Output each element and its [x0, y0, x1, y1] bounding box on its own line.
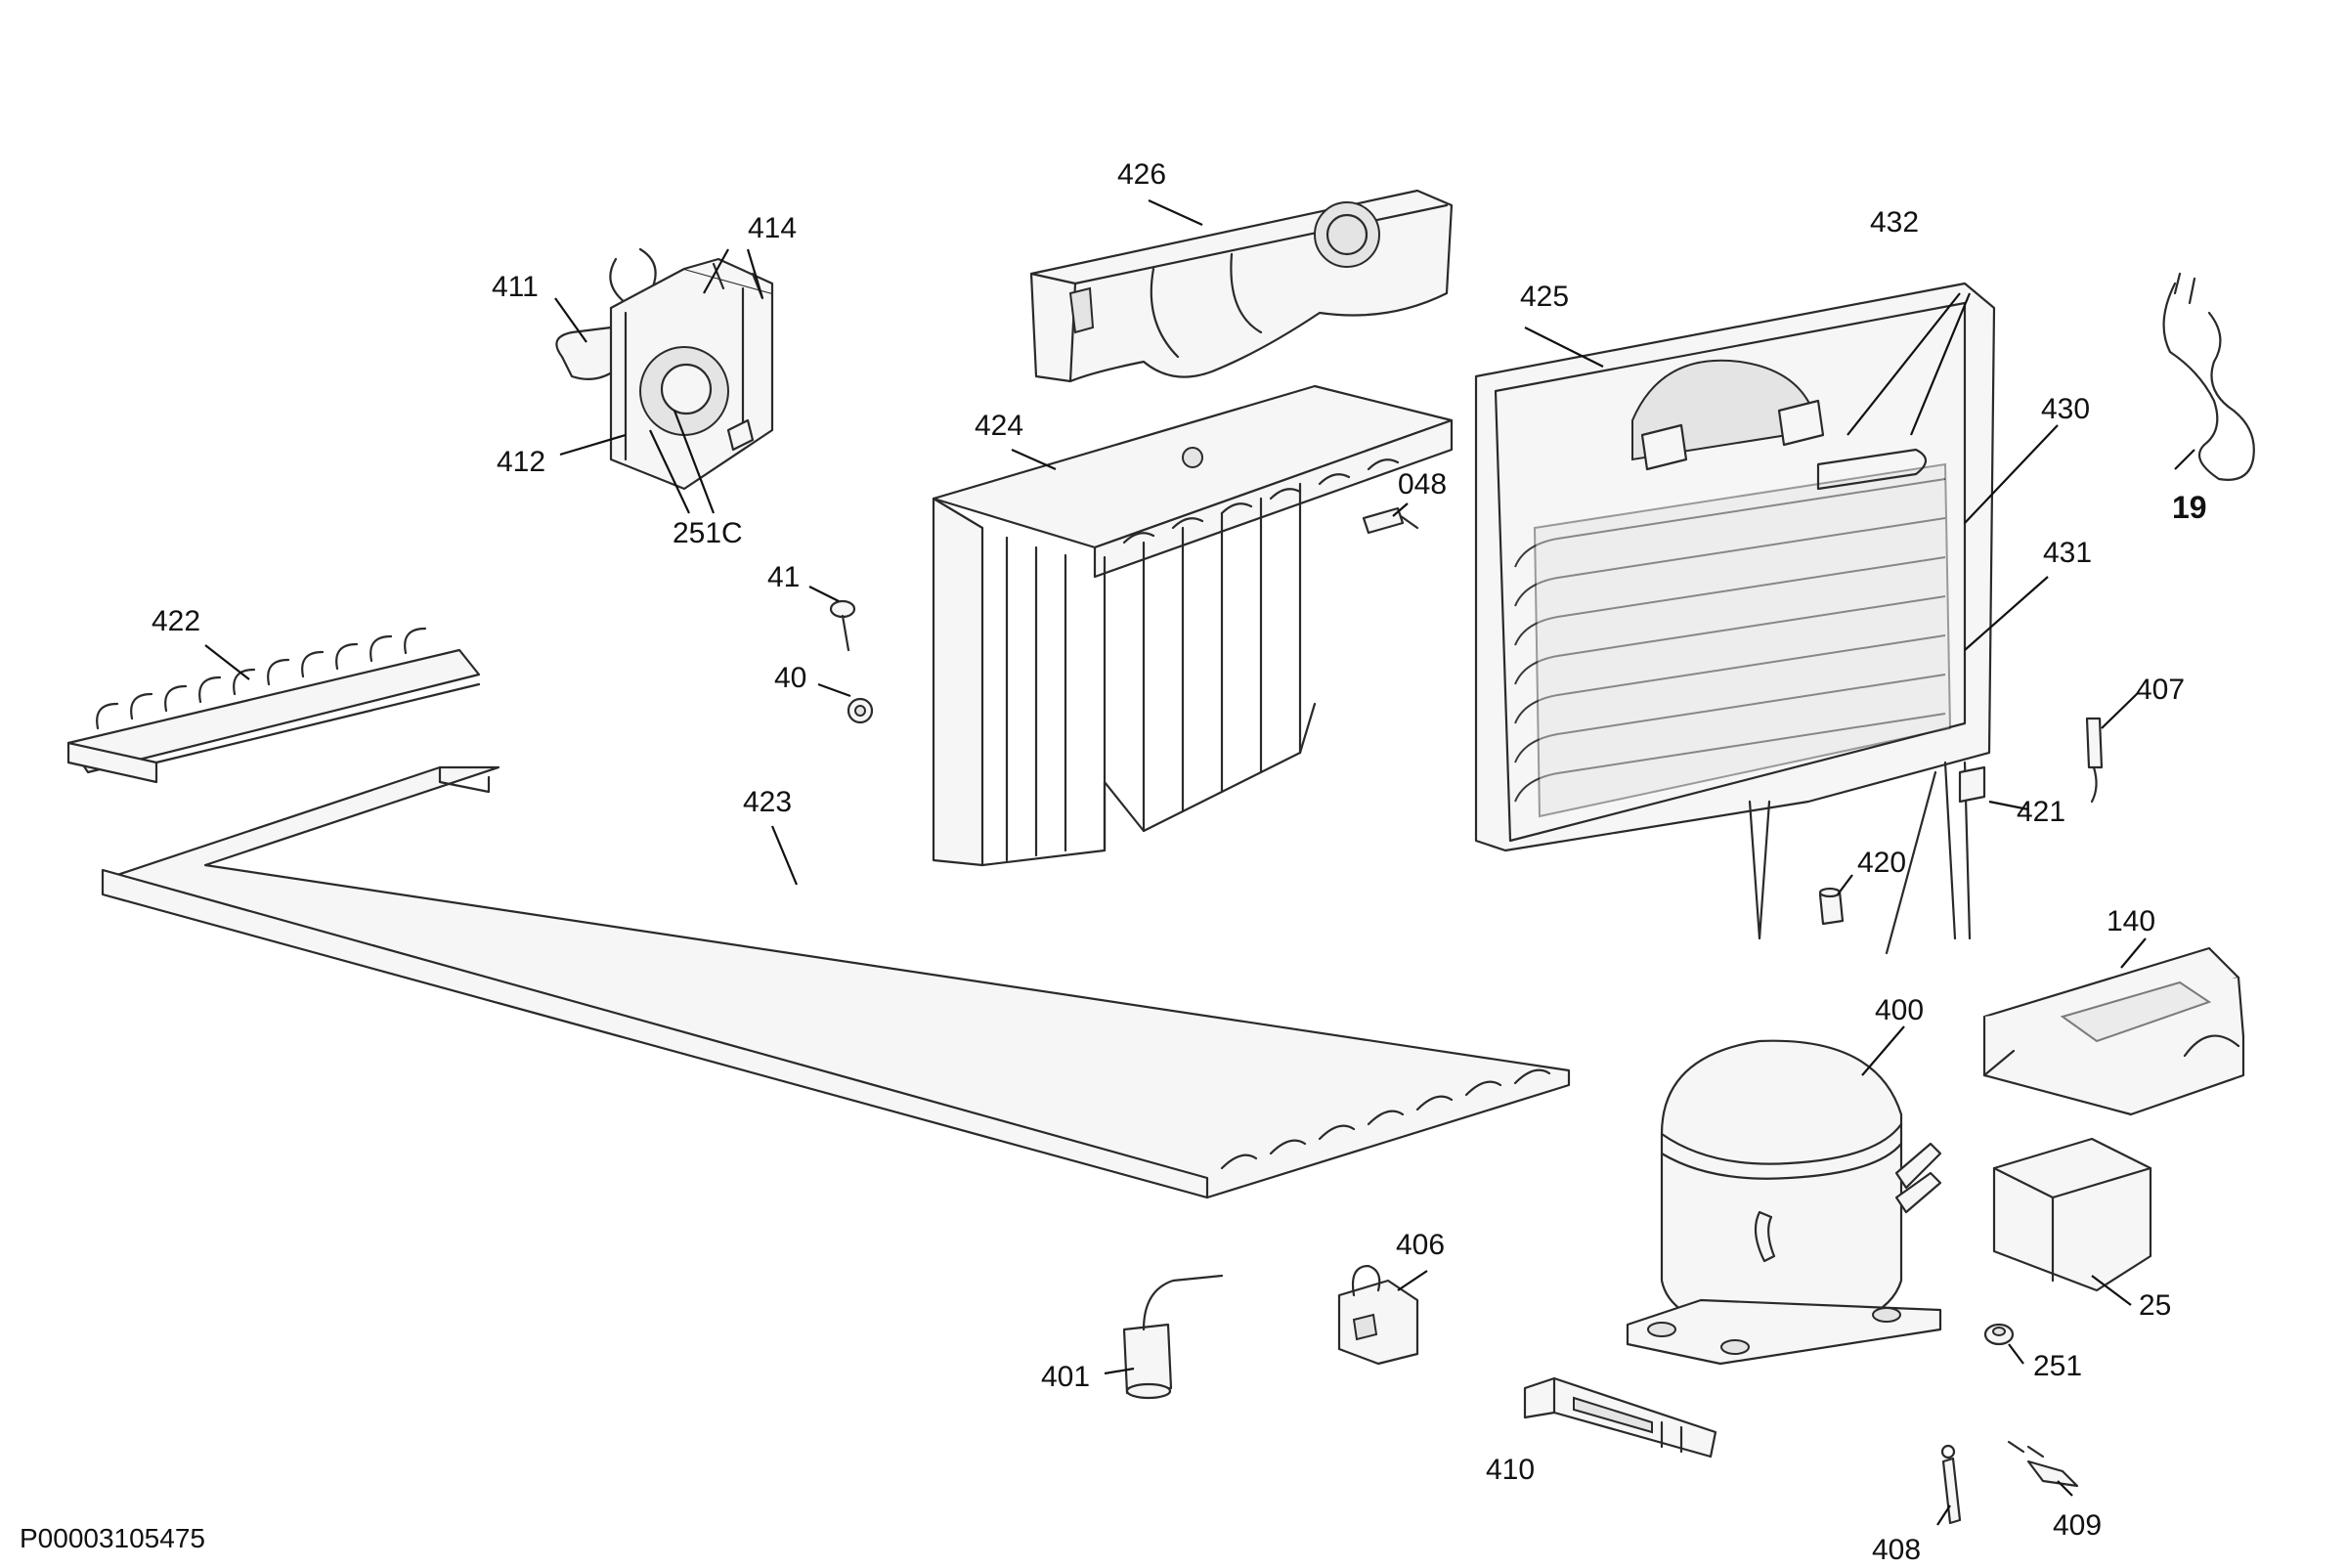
- nut-40: [847, 697, 874, 724]
- leader-lines: [204, 198, 2195, 1526]
- label-430: 430: [2041, 393, 2090, 425]
- label-140: 140: [2107, 905, 2155, 937]
- label-421: 421: [2017, 796, 2065, 828]
- cap-420: [1818, 887, 1845, 926]
- label-406: 406: [1396, 1229, 1445, 1261]
- relay-bracket-410: [1523, 1376, 1717, 1459]
- clip-408: [1940, 1444, 1962, 1525]
- label-411: 411: [492, 271, 539, 303]
- label-431: 431: [2043, 537, 2092, 569]
- sensor-048: [1362, 506, 1419, 535]
- screw-41: [829, 599, 856, 652]
- label-412: 412: [497, 446, 545, 478]
- callout-labels: 411 414 412 251C 426 424 048 41 40 422 4…: [152, 158, 2207, 1566]
- thermal-fuse-407: [2085, 717, 2104, 804]
- compressor-400: [1626, 1039, 1942, 1366]
- grommet-251: [1983, 1323, 2015, 1346]
- label-424: 424: [975, 410, 1023, 442]
- drain-tray-140: [1982, 946, 2245, 1116]
- label-407: 407: [2136, 674, 2185, 706]
- reference-code: P00003105475: [20, 1523, 205, 1553]
- shelf-423: [101, 765, 1571, 1199]
- label-19: 19: [2172, 490, 2207, 525]
- label-251: 251: [2033, 1350, 2082, 1382]
- capacitor-401: [1122, 1274, 1224, 1400]
- relay-cover-25: [1992, 1137, 2152, 1292]
- label-401: 401: [1041, 1361, 1090, 1393]
- fan-motor-assembly: [555, 247, 774, 491]
- overload-protector-406: [1337, 1264, 1419, 1366]
- label-41: 41: [767, 561, 800, 593]
- evaporator-frame-425: [1474, 282, 1996, 955]
- heater-19: [2162, 272, 2255, 481]
- label-400: 400: [1875, 994, 1924, 1026]
- label-423: 423: [743, 786, 792, 818]
- label-425: 425: [1520, 281, 1569, 313]
- label-414: 414: [748, 212, 797, 244]
- label-40: 40: [774, 662, 806, 694]
- label-420: 420: [1857, 847, 1906, 879]
- label-432: 432: [1870, 206, 1919, 239]
- label-25: 25: [2139, 1289, 2171, 1322]
- drip-tray-422: [66, 627, 481, 784]
- label-408: 408: [1872, 1534, 1921, 1566]
- label-410: 410: [1486, 1454, 1535, 1486]
- label-426: 426: [1117, 158, 1166, 191]
- bracket-409: [2007, 1440, 2079, 1488]
- label-409: 409: [2053, 1509, 2102, 1542]
- air-duct-426: [1029, 189, 1454, 383]
- label-422: 422: [152, 605, 200, 637]
- label-048: 048: [1398, 468, 1447, 501]
- fin-cover-424: [932, 384, 1454, 867]
- label-251c: 251C: [673, 517, 743, 549]
